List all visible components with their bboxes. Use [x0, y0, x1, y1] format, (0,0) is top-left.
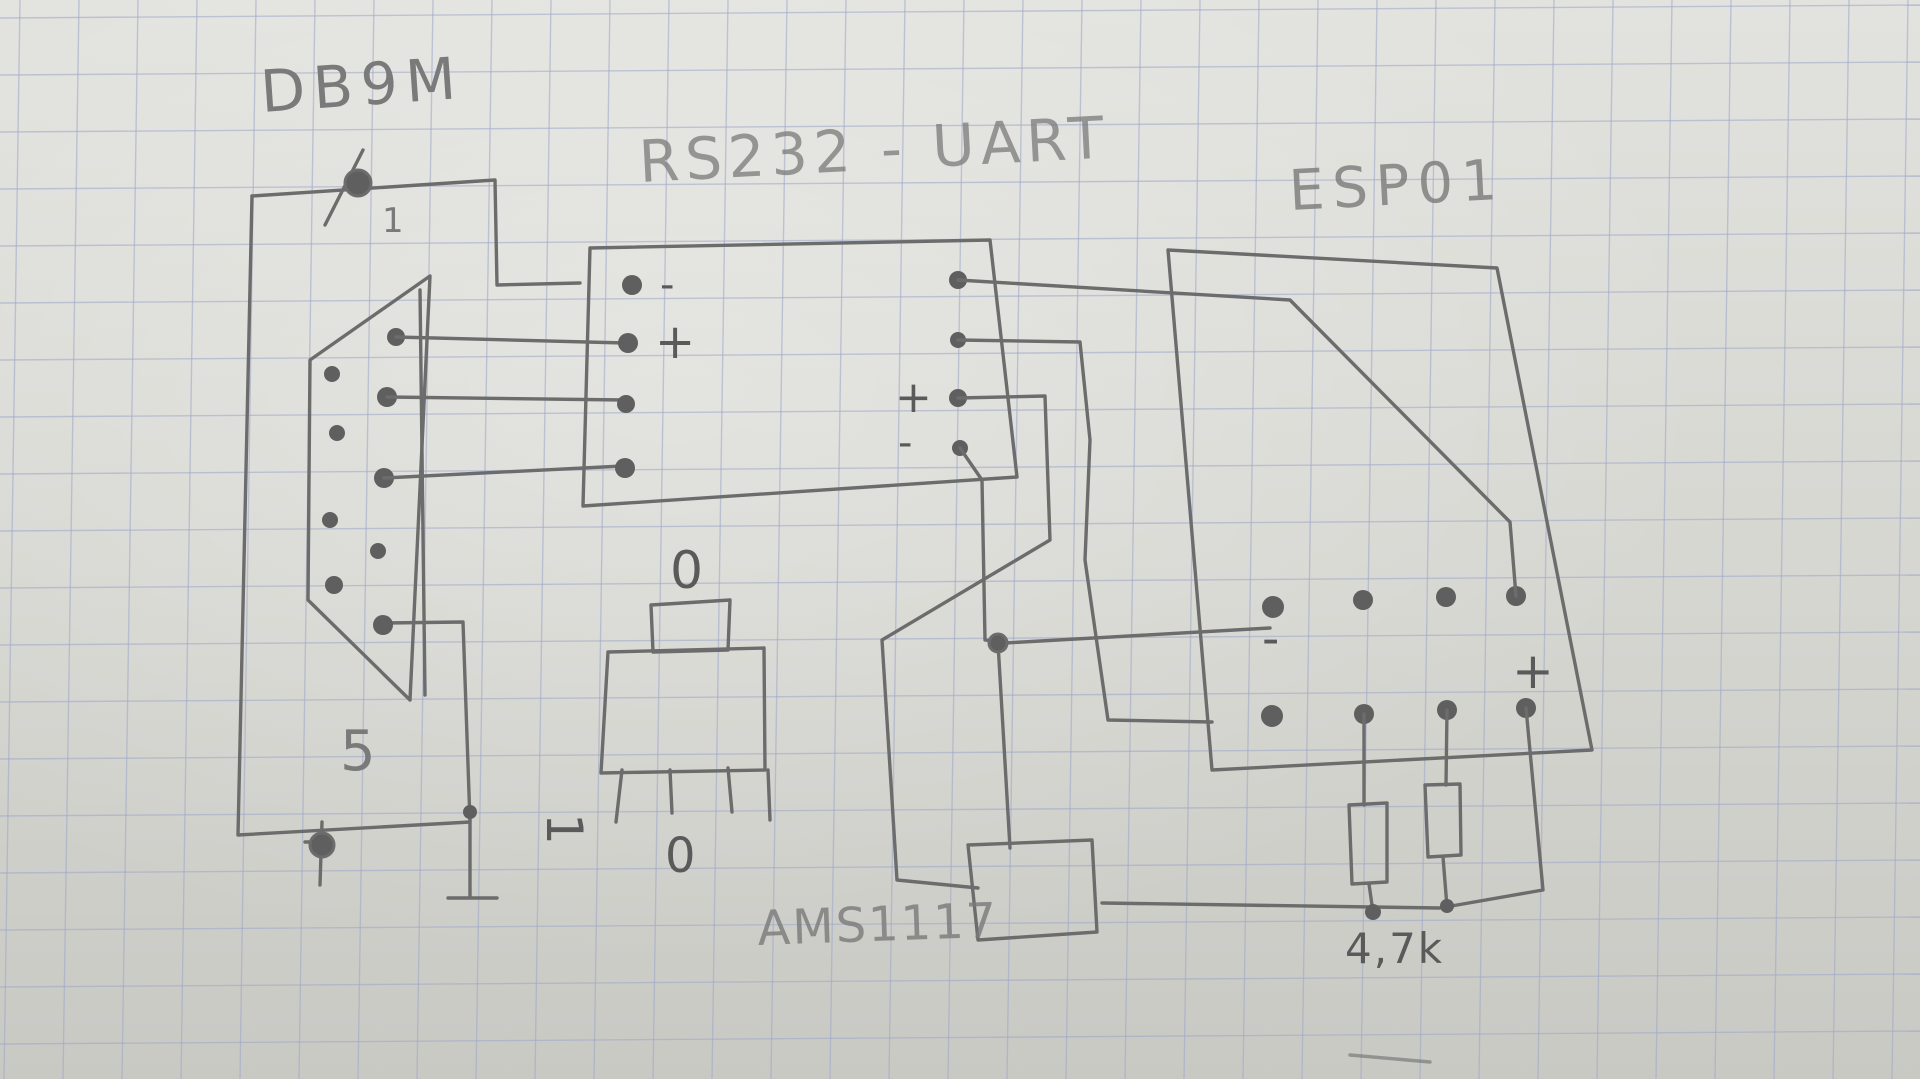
pullup-resistors — [1100, 706, 1545, 920]
ams1117-label: AMS1117 — [756, 893, 999, 957]
resistor — [1347, 801, 1389, 886]
db9m-label: DB9M — [258, 44, 466, 126]
ams1117-box — [966, 838, 1099, 942]
esp01-label: ESP01 — [1287, 148, 1506, 224]
db9-shell — [306, 274, 432, 702]
rs232-uart-module — [581, 238, 1019, 508]
db9-pin — [325, 576, 343, 594]
esp01-plus: + — [1512, 642, 1554, 700]
wire-db9-rs232 — [394, 335, 627, 345]
db9-pin — [324, 366, 340, 382]
pin-one-label: 1 — [382, 201, 404, 241]
wire-vcc-reg — [880, 394, 1052, 890]
rs232-plus-right: + — [895, 372, 932, 423]
stray-pencil-mark — [1348, 1053, 1432, 1064]
ground-symbol — [446, 818, 499, 900]
db9-pin — [322, 512, 338, 528]
resistor — [1423, 782, 1463, 859]
regulator-sketch — [599, 598, 772, 824]
db9-pin — [373, 615, 393, 635]
regulator-left-pin: 1 — [535, 813, 593, 845]
resistor-value-label: 4,7k — [1345, 924, 1444, 973]
pin-five-label: 5 — [340, 719, 376, 784]
db9-pins — [322, 328, 405, 635]
db9-pin — [370, 543, 386, 559]
rs232-minus-left: - — [660, 262, 674, 308]
wire-rx-esp — [956, 338, 1214, 724]
pin5-marker — [308, 831, 336, 859]
db9-pin — [329, 425, 345, 441]
gnd-junction — [987, 632, 1009, 654]
wire-gnd-esp — [958, 446, 1272, 645]
pin1-strike — [323, 148, 365, 227]
db9-connector — [236, 148, 582, 900]
wire-vout-pullups — [1100, 706, 1545, 910]
regulator-top-pin: 0 — [670, 541, 703, 601]
wire-tx-esp — [956, 278, 1518, 598]
rs232-minus-right: - — [898, 420, 912, 466]
esp01-minus: - — [1262, 611, 1279, 667]
pin1-marker — [343, 168, 373, 198]
ground-junction — [463, 805, 477, 819]
regulator-bottom-pin: 0 — [665, 828, 696, 884]
wire-gnd-reg — [996, 641, 1012, 850]
rs232-plus-left: + — [655, 314, 695, 370]
